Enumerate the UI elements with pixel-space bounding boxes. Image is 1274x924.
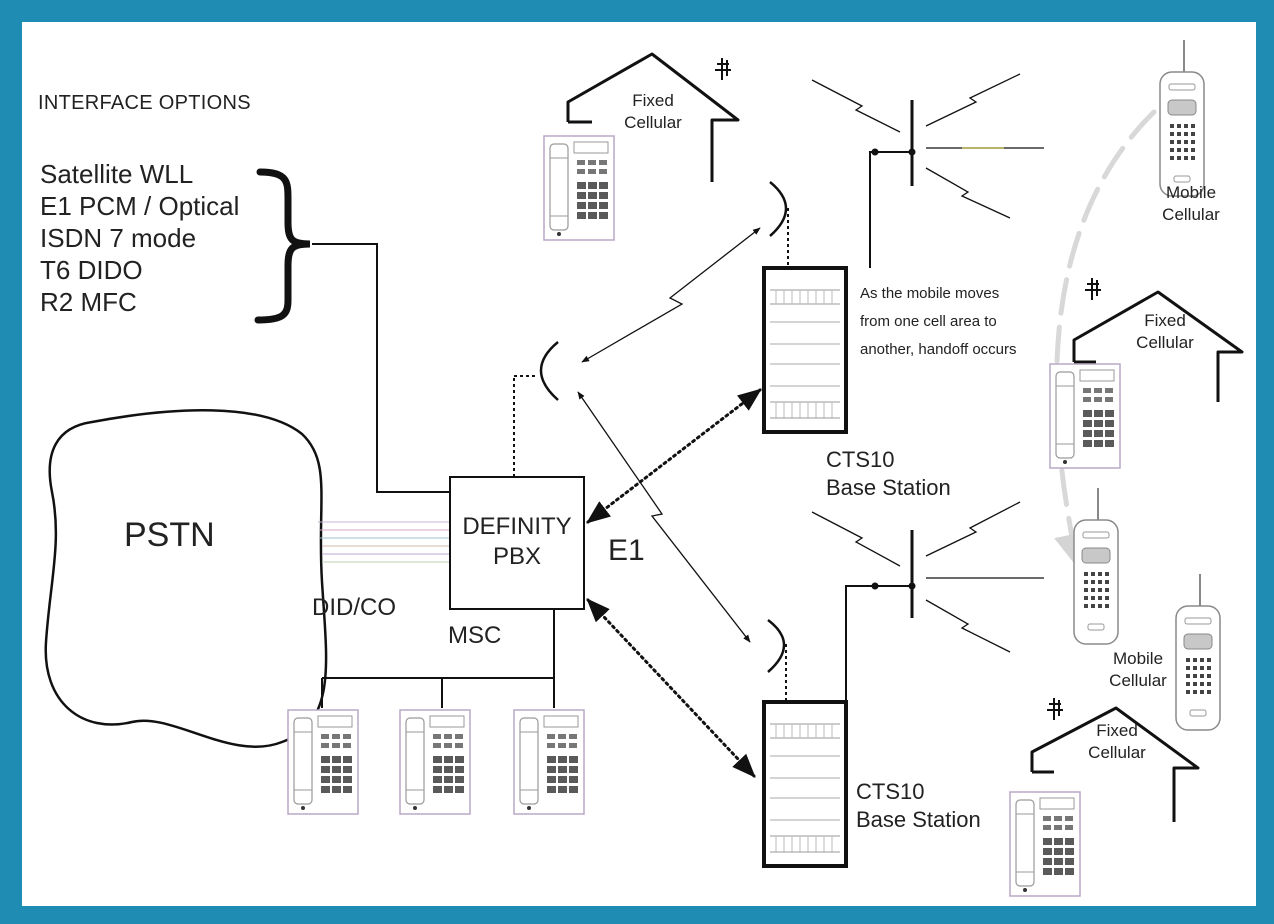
dish-icon [539,341,559,401]
desk-phone-icon [1049,363,1121,469]
base-station-rack-icon [762,700,848,868]
mobile-cellular-line2: Cellular [1162,205,1220,224]
pbx-label-line1: DEFINITY [462,513,572,540]
pstn-label: PSTN [124,516,215,554]
mobile-cellular-line2: Cellular [1109,671,1167,690]
radio-link-top [581,227,761,363]
mobile-cellular-line1: Mobile [1112,649,1164,668]
antenna-icon [714,57,732,81]
house-icon [566,52,740,182]
definity-pbx-box [449,476,585,610]
dish-icon [769,181,788,237]
desk-phone-icon [513,709,585,815]
base-station-bottom-label: CTS10 Base Station [856,778,981,834]
interface-options-list: Satellite WLL E1 PCM / Optical ISDN 7 mo… [40,158,239,318]
dish-icon [767,619,786,673]
did-co-trunks [318,521,450,563]
mobile-cellular-line1: Mobile [1165,183,1217,202]
desk-phone-icon [287,709,359,815]
base-station-name: Base Station [856,807,981,832]
did-co-label: DID/CO [312,594,396,621]
network-diagram [44,39,1244,897]
pstn-cloud [44,409,328,748]
antenna-icon [1084,277,1102,301]
fixed-cellular-line1: Fixed [1144,311,1186,330]
mobile-phone-icon [1159,39,1205,197]
interface-option: T6 DIDO [40,255,143,285]
fixed-cellular-label-2: Fixed Cellular [1120,310,1210,354]
fixed-cellular-label-1: Fixed Cellular [606,90,700,134]
e1-label: E1 [608,534,645,567]
e1-link-bottom [586,598,756,778]
fixed-cellular-line2: Cellular [1088,743,1146,762]
interface-options-heading: INTERFACE OPTIONS [38,92,251,114]
desk-phone-icon [543,135,615,241]
radio-link-bottom [577,391,751,643]
interface-option: R2 MFC [40,287,137,317]
diagram-canvas: INTERFACE OPTIONS Satellite WLL E1 PCM /… [22,22,1256,906]
handoff-note-line: As the mobile moves [860,285,1000,302]
interface-option: ISDN 7 mode [40,223,197,253]
fixed-cellular-line2: Cellular [624,113,682,132]
e1-link-top [586,388,762,524]
msc-label: MSC [448,622,502,649]
pbx-label: DEFINITY PBX [450,512,584,572]
desk-phone-icon [399,709,471,815]
base-station-rack-icon [762,266,848,434]
interface-link [312,243,450,493]
fixed-cellular-label-3: Fixed Cellular [1074,720,1160,764]
interface-bracket [254,168,311,324]
handoff-note-line: from one cell area to [860,313,997,330]
house-icon [1030,706,1200,822]
base-station-name: Base Station [826,475,951,500]
mobile-phone-icon [1175,573,1221,731]
antenna-icon [1046,697,1064,721]
handoff-path [1054,109,1157,569]
fixed-cellular-line1: Fixed [632,91,674,110]
base-station-top-label: CTS10 Base Station [826,446,951,502]
pbx-label-line2: PBX [492,543,542,570]
mobile-cellular-label-1: Mobile Cellular [1146,182,1236,226]
mobile-cellular-label-2: Mobile Cellular [1096,648,1180,692]
handoff-note-line: another, handoff occurs [860,341,1017,358]
handoff-note: As the mobile moves from one cell area t… [860,280,1017,364]
fixed-cellular-line2: Cellular [1136,333,1194,352]
base-station-model: CTS10 [826,447,895,472]
interface-option: Satellite WLL [40,159,194,189]
fixed-cellular-line1: Fixed [1096,721,1138,740]
mobile-phone-icon [1073,487,1119,645]
house-icon [1072,290,1244,402]
desk-phone-icon [1009,791,1081,897]
base-station-model: CTS10 [856,779,925,804]
interface-option: E1 PCM / Optical [40,191,240,221]
